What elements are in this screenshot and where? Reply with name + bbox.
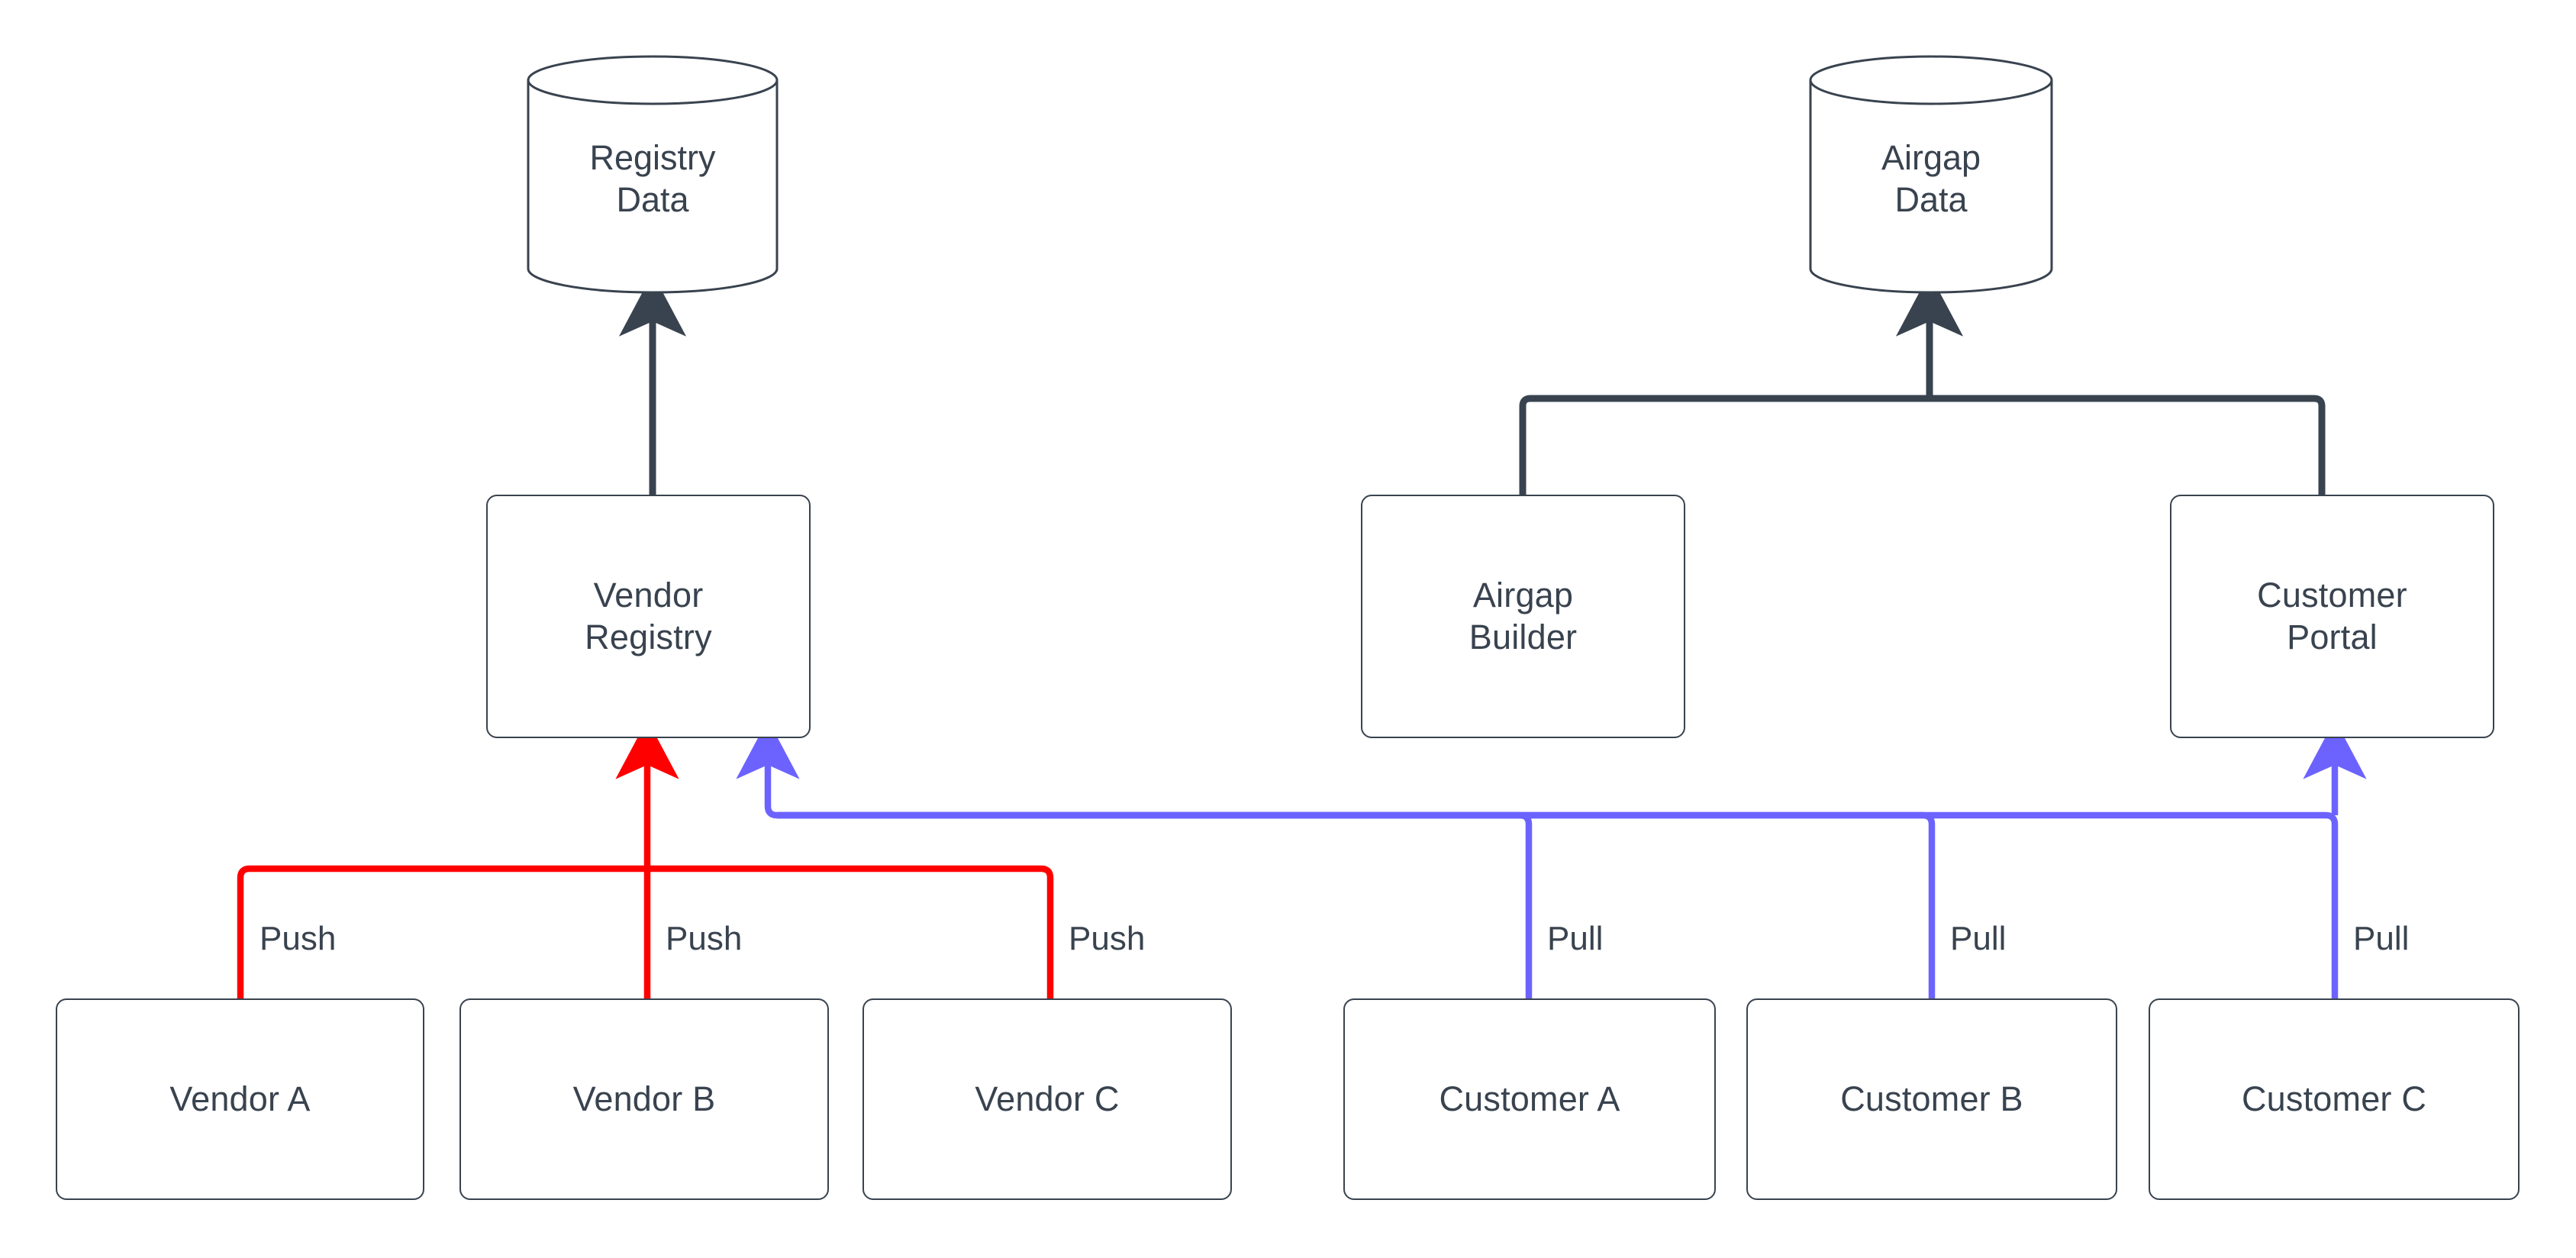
node-label: Customer B xyxy=(1840,1079,2023,1118)
node-vendor-b[interactable]: Vendor B xyxy=(459,998,829,1200)
node-label: Airgap Builder xyxy=(1469,575,1578,656)
cylinder-shape xyxy=(1809,55,2053,294)
node-label: Customer C xyxy=(2241,1079,2427,1118)
node-label: Vendor Registry xyxy=(585,575,712,656)
node-vendor-a[interactable]: Vendor A xyxy=(56,998,424,1200)
cylinder-shape xyxy=(527,55,779,294)
node-customer-a[interactable]: Customer A xyxy=(1343,998,1716,1200)
edge-customer-portal-to-airgap-data xyxy=(1923,395,2326,495)
node-airgap-data[interactable]: Airgap Data xyxy=(1809,55,2053,294)
node-airgap-builder[interactable]: Airgap Builder xyxy=(1361,495,1685,738)
edge-label-pull-customer-a: Pull xyxy=(1547,920,1604,957)
edge-label-pull-customer-c: Pull xyxy=(2353,920,2410,957)
edge-label-push-vendor-b: Push xyxy=(260,920,337,957)
edge-vendor-a-push xyxy=(237,865,647,998)
edge-airgap-builder-to-airgap-data xyxy=(1519,395,1923,495)
node-label: Customer A xyxy=(1439,1079,1620,1118)
edge-customer-b-pull xyxy=(777,811,1936,998)
edge-label-pull-customer-b: Pull xyxy=(1950,920,2007,957)
node-label: Airgap Data xyxy=(1881,137,1981,219)
node-vendor-c[interactable]: Vendor C xyxy=(862,998,1232,1200)
node-customer-c[interactable]: Customer C xyxy=(2149,998,2520,1200)
node-registry-data[interactable]: Registry Data xyxy=(527,55,779,294)
edge-pull-riser-to-vendor-registry xyxy=(736,719,800,819)
edge-vendor-c-push xyxy=(647,865,1054,998)
node-label: Registry Data xyxy=(589,137,716,219)
edge-label-push-vendor-c: Push xyxy=(1069,920,1146,957)
edge-label-push-vendor-a: Push xyxy=(666,920,743,957)
node-customer-portal[interactable]: Customer Portal xyxy=(2170,495,2494,738)
node-label: Customer Portal xyxy=(2257,575,2407,656)
node-label: Vendor B xyxy=(572,1079,716,1118)
edge-customer-a-pull xyxy=(777,811,1533,998)
node-vendor-registry[interactable]: Vendor Registry xyxy=(486,495,811,738)
node-label: Vendor C xyxy=(975,1079,1120,1118)
edge-customer-c-pull xyxy=(777,811,2339,998)
node-label: Vendor A xyxy=(169,1079,311,1118)
node-customer-b[interactable]: Customer B xyxy=(1746,998,2117,1200)
